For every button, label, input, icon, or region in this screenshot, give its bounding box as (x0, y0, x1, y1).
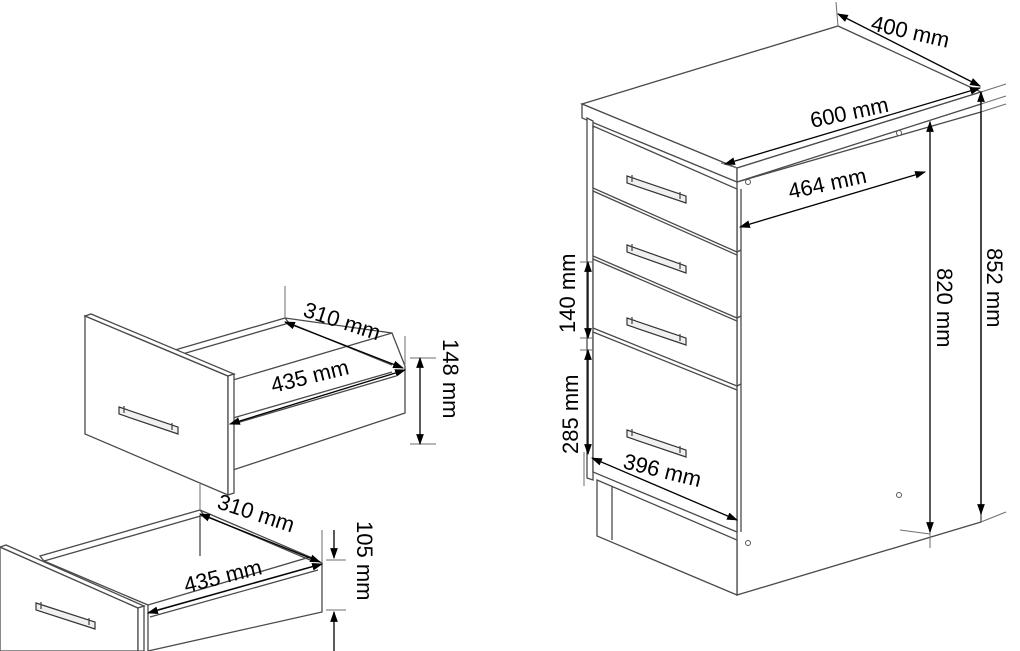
screw-icon (896, 492, 902, 498)
dim-upper-inner-depth: 310 mm (300, 297, 383, 345)
cabinet-handle-3 (626, 317, 687, 346)
dim-height-body: 820 mm (932, 268, 957, 347)
cabinet-handle-2 (626, 244, 687, 274)
cabinet (580, 25, 983, 596)
cabinet-dimensions (584, 13, 985, 534)
drawer-lower-rear-edge (38, 509, 206, 562)
drawer-lower-dimensions (146, 513, 338, 651)
screw-icon (745, 179, 751, 185)
drawer-upper-rear-edge (173, 317, 291, 356)
drawer-lower-handle (35, 602, 96, 630)
dim-drawer-front-small: 140 mm (555, 254, 580, 333)
drawer-upper-handle (118, 406, 179, 435)
cabinet-handle-4 (626, 429, 687, 458)
dim-drawer-front-large: 285 mm (558, 375, 583, 454)
dim-lower-inner-height: 105 mm (352, 521, 377, 600)
dim-lower-inner-depth: 310 mm (214, 489, 297, 537)
cabinet-handle-1 (626, 175, 687, 204)
screw-icon (745, 540, 751, 546)
drawer-upper (83, 313, 406, 496)
drawer-upper-side-wall (232, 332, 406, 471)
dim-height-total: 852 mm (982, 248, 1007, 327)
drawer-lower-extension-lines (199, 484, 346, 611)
drawer-upper-dimensions (228, 321, 424, 446)
dim-upper-inner-height: 148 mm (438, 339, 463, 418)
screw-icon (896, 130, 902, 136)
